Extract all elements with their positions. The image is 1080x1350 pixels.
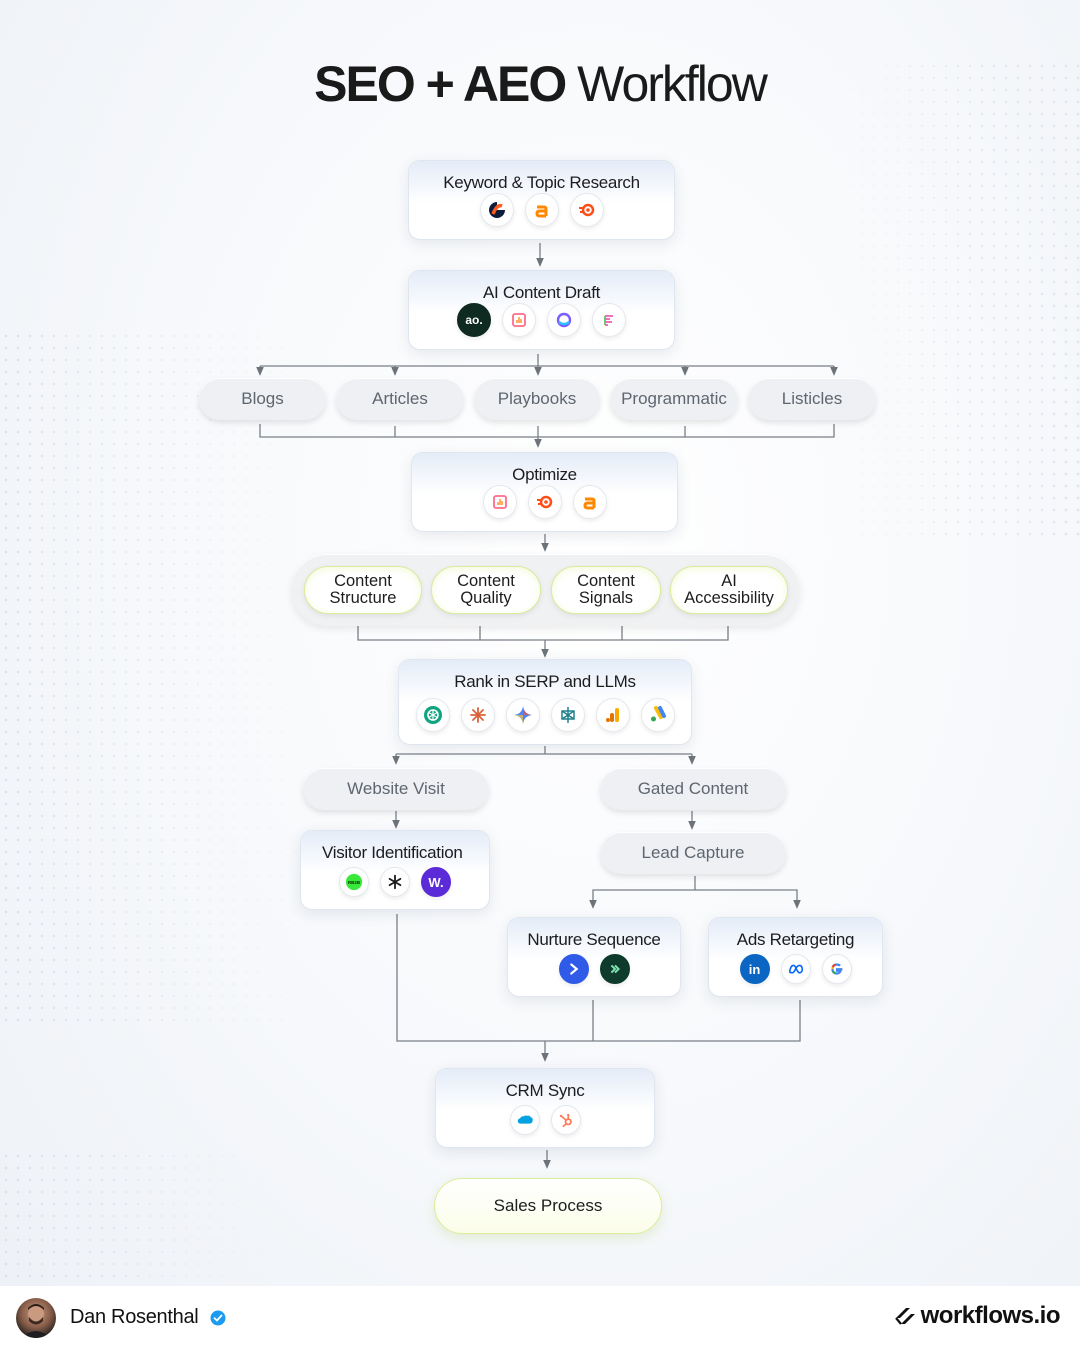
sales-process-pill[interactable]: Sales Process bbox=[434, 1178, 662, 1234]
outreach-icon bbox=[599, 954, 630, 984]
crm-sync-title: CRM Sync bbox=[505, 1081, 585, 1100]
semrush-icon bbox=[569, 193, 604, 227]
google-ads-icon bbox=[640, 698, 675, 732]
warmly-icon: W. bbox=[421, 867, 451, 897]
claude-icon bbox=[460, 698, 495, 732]
gated-content-pill[interactable]: Gated Content bbox=[600, 768, 786, 810]
smartlead-icon bbox=[558, 954, 589, 984]
content-type-articles[interactable]: Articles bbox=[336, 378, 464, 420]
perplexity-icon bbox=[550, 698, 585, 732]
brand-name: workflows.io bbox=[920, 1302, 1061, 1329]
connector-lines bbox=[256, 243, 838, 1169]
workflows-logo-icon bbox=[894, 1308, 915, 1325]
footer: Dan Rosenthal workflows.io bbox=[0, 1286, 1080, 1350]
content-type-blogs[interactable]: Blogs bbox=[199, 378, 326, 420]
chatgpt-icon bbox=[415, 698, 450, 732]
semrush-icon bbox=[527, 485, 562, 519]
rb2b-icon: RB2B bbox=[339, 867, 369, 897]
visitor-identification-card[interactable]: Visitor Identification RB2B W. bbox=[300, 830, 490, 910]
crm-sync-card[interactable]: CRM Sync bbox=[435, 1068, 655, 1148]
ahrefs-icon bbox=[524, 193, 559, 227]
svg-text:RB2B: RB2B bbox=[348, 880, 361, 885]
hubspot-icon bbox=[550, 1105, 581, 1135]
verified-badge-icon bbox=[210, 1310, 226, 1326]
ai-content-draft-card[interactable]: AI Content Draft ao. bbox=[408, 270, 675, 350]
title-light: Workflow bbox=[577, 56, 768, 112]
ads-retargeting-card[interactable]: Ads Retargeting in bbox=[708, 917, 883, 997]
airops-icon: ao. bbox=[457, 303, 491, 337]
optimize-card[interactable]: Optimize bbox=[411, 452, 678, 532]
content-type-programmatic[interactable]: Programmatic bbox=[610, 378, 738, 420]
google-icon bbox=[821, 954, 852, 984]
optimize-title: Optimize bbox=[512, 465, 577, 484]
google-analytics-icon bbox=[595, 698, 630, 732]
jasper-icon bbox=[547, 303, 581, 337]
author-avatar[interactable] bbox=[16, 1298, 56, 1338]
content-type-listicles[interactable]: Listicles bbox=[748, 378, 876, 420]
keyword-research-title: Keyword & Topic Research bbox=[443, 173, 640, 192]
lead-capture-pill[interactable]: Lead Capture bbox=[600, 832, 786, 874]
salesforce-icon bbox=[509, 1105, 540, 1135]
website-visit-pill[interactable]: Website Visit bbox=[303, 768, 489, 810]
visitor-identification-title: Visitor Identification bbox=[322, 843, 463, 862]
asterisk-icon bbox=[380, 867, 410, 897]
author-name[interactable]: Dan Rosenthal bbox=[70, 1306, 199, 1328]
ai-content-draft-title: AI Content Draft bbox=[482, 283, 601, 302]
clearscope-icon bbox=[502, 303, 536, 337]
rank-card[interactable]: Rank in SERP and LLMs bbox=[398, 659, 692, 745]
nurture-sequence-card[interactable]: Nurture Sequence bbox=[507, 917, 681, 997]
linkedin-icon: in bbox=[739, 954, 770, 984]
title-bold: SEO + AEO bbox=[314, 56, 567, 112]
content-type-playbooks[interactable]: Playbooks bbox=[474, 378, 600, 420]
keyword-research-card[interactable]: Keyword & Topic Research bbox=[408, 160, 675, 240]
page-title: SEO + AEO Workflow bbox=[0, 52, 1080, 116]
meta-icon bbox=[780, 954, 811, 984]
ahrefs-icon bbox=[572, 485, 607, 519]
surfer-icon bbox=[592, 303, 626, 337]
rank-title: Rank in SERP and LLMs bbox=[454, 672, 636, 691]
brand-logo[interactable]: workflows.io bbox=[893, 1302, 1061, 1330]
gemini-icon bbox=[505, 698, 540, 732]
clearscope-icon bbox=[482, 485, 517, 519]
ads-retargeting-title: Ads Retargeting bbox=[736, 930, 855, 949]
nurture-sequence-title: Nurture Sequence bbox=[527, 930, 661, 949]
similarweb-icon bbox=[479, 193, 514, 227]
